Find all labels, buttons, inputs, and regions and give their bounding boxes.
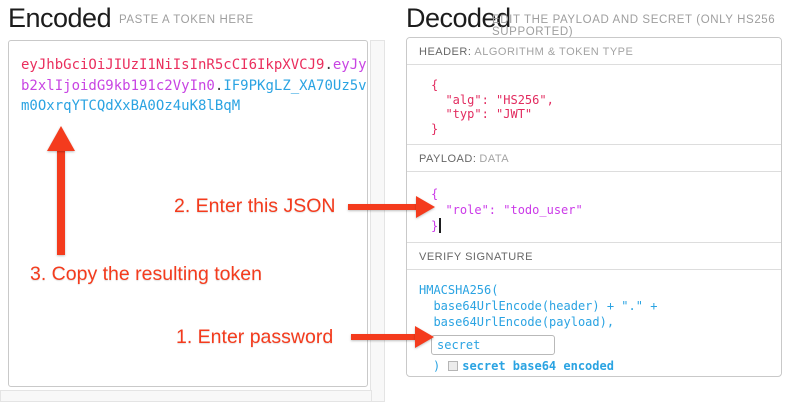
- header-json-code: { "alg": "HS256", "typ": "JWT" }: [431, 78, 554, 136]
- annotation-step3: 3. Copy the resulting token: [30, 263, 262, 285]
- payload-json-editor[interactable]: { "role": "todo_user" }: [407, 172, 781, 243]
- token-header-segment: eyJhbGciOiJIUzI1NiIsInR5cCI6IkpXVCJ9: [21, 57, 325, 73]
- signature-label: VERIFY SIGNATURE: [419, 251, 533, 263]
- decoded-title: Decoded: [406, 3, 511, 33]
- jwt-token-text[interactable]: eyJhbGciOiJIUzI1NiIsInR5cCI6IkpXVCJ9.eyJ…: [21, 55, 370, 117]
- up-arrow-icon: [47, 126, 75, 151]
- payload-label-rest: DATA: [479, 153, 510, 165]
- base64-encoded-label: secret base64 encoded: [462, 359, 614, 373]
- header-label-rest: ALGORITHM & TOKEN TYPE: [474, 46, 634, 58]
- header-section-label: HEADER:ALGORITHM & TOKEN TYPE: [407, 38, 781, 65]
- encoded-title: Encoded: [8, 3, 112, 33]
- signature-formula: HMACSHA256( base64UrlEncode(header) + ".…: [419, 283, 658, 329]
- vertical-scrollbar[interactable]: [370, 40, 385, 402]
- secret-input[interactable]: [431, 335, 555, 355]
- payload-json-code: { "role": "todo_user" }: [431, 187, 583, 233]
- base64-encoded-checkbox[interactable]: [448, 361, 459, 371]
- right-arrow-icon-step2: [416, 196, 435, 218]
- encoded-token-editor[interactable]: eyJhbGciOiJIUzI1NiIsInR5cCI6IkpXVCJ9.eyJ…: [8, 40, 368, 387]
- signature-close-row: ) secret base64 encoded: [419, 358, 781, 374]
- payload-section-label: PAYLOAD:DATA: [407, 145, 781, 172]
- horizontal-scrollbar[interactable]: [0, 390, 372, 402]
- token-signature-segment: IF9PKgLZ_XA70Uz5vm0OxrqYTCQdXxBA0Oz4uK8l…: [21, 77, 367, 115]
- close-paren: ): [433, 359, 441, 373]
- up-arrow-shaft: [57, 150, 65, 255]
- decoded-subtitle: EDIT THE PAYLOAD AND SECRET (ONLY HS256 …: [492, 14, 776, 38]
- text-cursor: [439, 218, 441, 233]
- verify-signature-block: HMACSHA256( base64UrlEncode(header) + ".…: [407, 270, 781, 374]
- step2-arrow-shaft: [348, 204, 420, 210]
- token-dot-2: .: [214, 77, 224, 94]
- payload-label-strong: PAYLOAD:: [419, 153, 477, 165]
- step1-arrow-shaft: [351, 334, 419, 340]
- decoded-panel: HEADER:ALGORITHM & TOKEN TYPE { "alg": "…: [406, 37, 782, 377]
- annotation-step1: 1. Enter password: [176, 326, 334, 348]
- annotation-step2: 2. Enter this JSON: [174, 195, 336, 217]
- token-payload-segment: eyJyb2xlIjoidG9kb191c2VyIn0: [21, 57, 367, 94]
- header-json-editor[interactable]: { "alg": "HS256", "typ": "JWT" }: [407, 65, 781, 145]
- header-label-strong: HEADER:: [419, 46, 472, 58]
- token-dot-1: .: [324, 57, 333, 73]
- encoded-subtitle: PASTE A TOKEN HERE: [119, 14, 254, 26]
- right-arrow-icon-step1: [415, 326, 434, 348]
- signature-section-label: VERIFY SIGNATURE: [407, 243, 781, 270]
